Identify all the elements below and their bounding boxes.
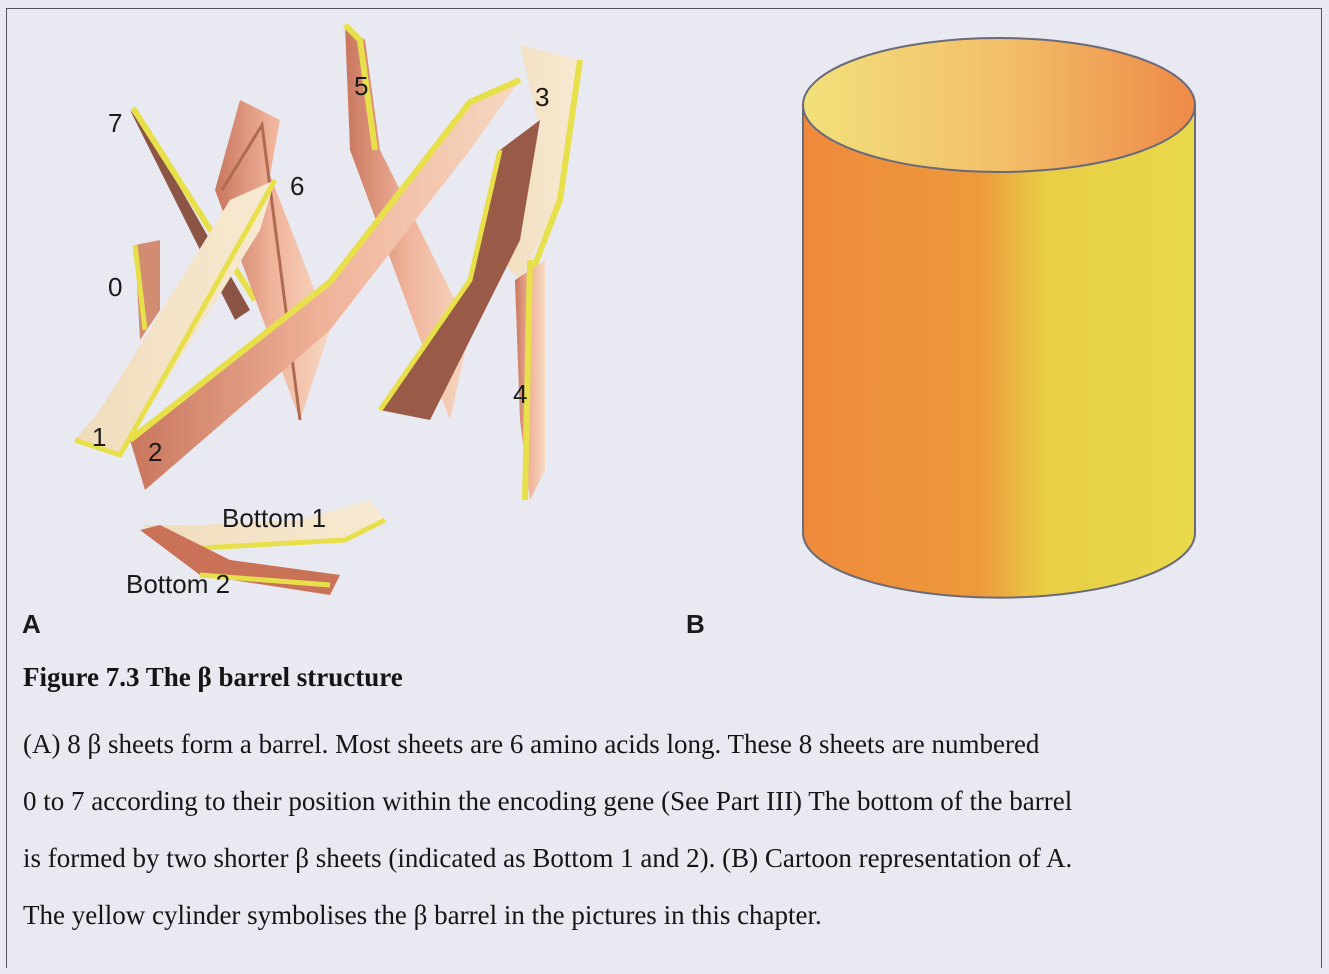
label-strand-5: 5 — [354, 71, 368, 101]
label-strand-3: 3 — [535, 82, 549, 112]
label-strand-4: 4 — [513, 379, 527, 409]
caption-line: 0 to 7 according to their position withi… — [23, 773, 1313, 830]
caption-line: The yellow cylinder symbolises the β bar… — [23, 887, 1313, 944]
label-strand-6: 6 — [290, 171, 304, 201]
figure-caption-title: Figure 7.3 The β barrel structure — [23, 662, 403, 693]
beta-barrel-ribbon-diagram: 7 6 5 3 0 4 1 2 Bottom 1 Bottom 2 — [0, 0, 680, 640]
panel-label-a: A — [22, 609, 41, 640]
figure-caption-body: (A) 8 β sheets form a barrel. Most sheet… — [23, 716, 1313, 944]
label-strand-0: 0 — [108, 272, 122, 302]
caption-line: (A) 8 β sheets form a barrel. Most sheet… — [23, 716, 1313, 773]
caption-line: is formed by two shorter β sheets (indic… — [23, 830, 1313, 887]
label-bottom-2: Bottom 2 — [126, 569, 230, 599]
label-strand-7: 7 — [108, 108, 122, 138]
panel-label-b: B — [686, 609, 705, 640]
label-bottom-1: Bottom 1 — [222, 503, 326, 533]
label-strand-1: 1 — [92, 422, 106, 452]
label-strand-2: 2 — [148, 437, 162, 467]
barrel-cylinder-cartoon — [790, 25, 1210, 615]
